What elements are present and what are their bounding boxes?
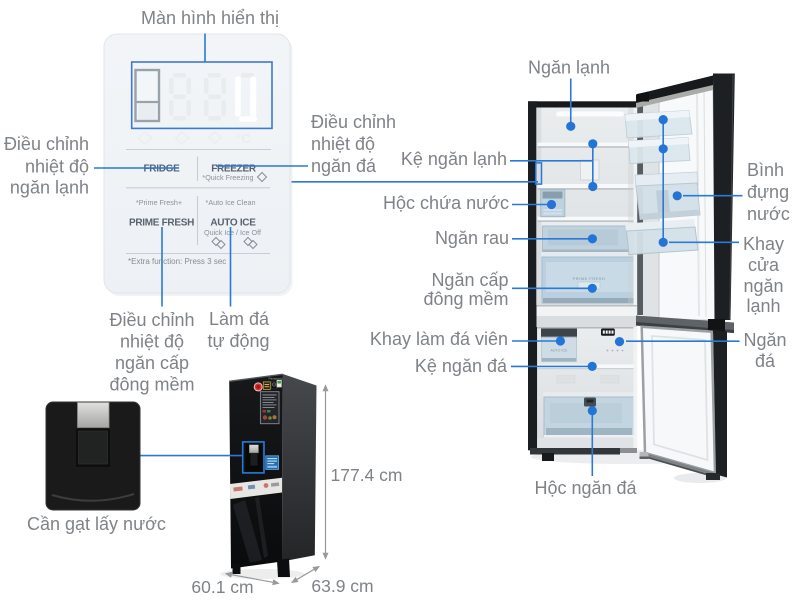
svg-text:Làm đá: Làm đá: [209, 309, 270, 329]
svg-text:Cần gạt lấy nước: Cần gạt lấy nước: [27, 514, 166, 534]
svg-text:°C: °C: [236, 131, 251, 146]
svg-text:Màn hình hiển thị: Màn hình hiển thị: [141, 8, 279, 28]
svg-text:FRIDGE: FRIDGE: [144, 164, 181, 175]
svg-text:PRIME FRESH: PRIME FRESH: [129, 218, 194, 229]
svg-text:Điều chỉnh: Điều chỉnh: [4, 134, 89, 154]
svg-text:FREEZER: FREEZER: [211, 164, 257, 175]
svg-text:*Prime Fresh+: *Prime Fresh+: [136, 198, 182, 207]
svg-text:ngăn lạnh: ngăn lạnh: [10, 178, 89, 198]
svg-text:*Auto Ice Clean: *Auto Ice Clean: [206, 198, 256, 207]
svg-text:Ngăn: Ngăn: [743, 330, 786, 350]
svg-text:Hộc ngăn đá: Hộc ngăn đá: [534, 478, 637, 498]
svg-text:Panasonic: Panasonic: [268, 376, 283, 380]
svg-text:Hộc chứa nước: Hộc chứa nước: [383, 193, 509, 213]
svg-text:Điều chỉnh: Điều chỉnh: [311, 112, 396, 132]
svg-text:Bình: Bình: [747, 160, 784, 180]
svg-text:Kệ ngăn lạnh: Kệ ngăn lạnh: [401, 149, 507, 169]
svg-text:Quick Ice / Ice Off: Quick Ice / Ice Off: [204, 228, 261, 237]
svg-text:Ngăn lạnh: Ngăn lạnh: [528, 58, 610, 78]
svg-text:ngăn đá: ngăn đá: [311, 156, 377, 176]
svg-text:cửa: cửa: [748, 255, 780, 275]
svg-text:ngăn: ngăn: [743, 276, 783, 296]
svg-text:PRIME FRESH: PRIME FRESH: [573, 277, 606, 281]
svg-text:Kệ ngăn đá: Kệ ngăn đá: [415, 356, 508, 376]
svg-text:Khay làm đá viên: Khay làm đá viên: [370, 329, 508, 349]
svg-text:nhiệt độ: nhiệt độ: [25, 157, 89, 177]
svg-text:tự động: tự động: [207, 331, 269, 351]
svg-text:đựng: đựng: [747, 182, 789, 202]
svg-text:nước: nước: [747, 204, 790, 224]
svg-text:AUTO ICE: AUTO ICE: [210, 218, 256, 229]
svg-text:nhiệt độ: nhiệt độ: [120, 332, 184, 352]
svg-text:Ngăn rau: Ngăn rau: [435, 228, 509, 248]
svg-text:đông mềm: đông mềm: [423, 289, 508, 309]
svg-text:*Extra function: Press 3 sec: *Extra function: Press 3 sec: [128, 257, 226, 266]
svg-text:Khay: Khay: [743, 234, 784, 254]
svg-text:60.1 cm: 60.1 cm: [191, 577, 253, 597]
svg-text:đông mềm: đông mềm: [109, 375, 194, 395]
svg-text:lạnh: lạnh: [746, 296, 780, 316]
svg-text:đá: đá: [755, 351, 776, 371]
svg-text:63.9 cm: 63.9 cm: [311, 576, 373, 596]
svg-text:Điều chỉnh: Điều chỉnh: [109, 310, 194, 330]
svg-text:AUTO ICE: AUTO ICE: [551, 349, 569, 353]
svg-text:nhiệt độ: nhiệt độ: [311, 134, 375, 154]
svg-text:*Quick Freezing: *Quick Freezing: [202, 173, 253, 182]
svg-text:Ngăn cấp: Ngăn cấp: [431, 270, 508, 290]
svg-text:ngăn cấp: ngăn cấp: [115, 353, 189, 373]
svg-text:177.4 cm: 177.4 cm: [331, 465, 403, 485]
